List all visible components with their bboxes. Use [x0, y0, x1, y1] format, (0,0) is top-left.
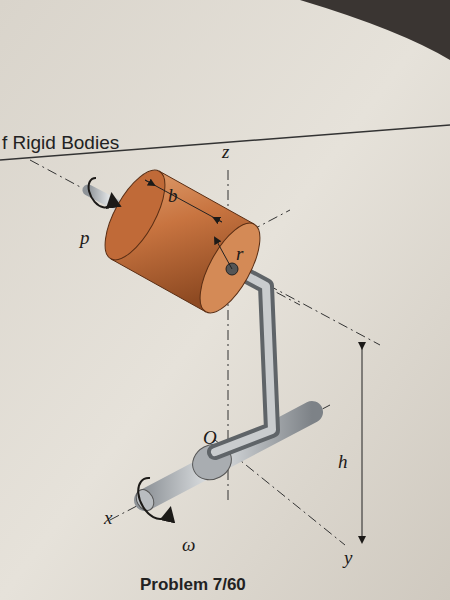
center-lines	[30, 160, 380, 545]
radius-line	[215, 238, 232, 269]
spin-arrow	[89, 178, 113, 207]
b-arrow	[214, 218, 222, 222]
b-arrow	[145, 180, 154, 185]
h-dimension	[362, 348, 363, 542]
rotation-arrow	[138, 478, 170, 519]
height-dimension: h	[338, 452, 348, 471]
angular-velocity: ω	[182, 535, 195, 554]
b-dimension	[145, 180, 222, 222]
spin-rate: p	[80, 228, 90, 247]
axis-label: x	[104, 508, 112, 527]
problem-caption: Problem 7/60	[140, 576, 246, 593]
cylinder-length: b	[168, 186, 178, 205]
cylinder-left-face	[93, 162, 176, 269]
running-header: f Rigid Bodies	[2, 133, 119, 152]
cylinder-right-face	[188, 215, 271, 322]
header-rule	[0, 125, 450, 160]
axis-label: z	[222, 142, 229, 161]
page-corner-shadow	[300, 0, 450, 60]
origin-label: O	[203, 428, 217, 447]
axis-label: y	[344, 548, 352, 567]
main-shaft	[145, 412, 312, 500]
cylinder-radius: r	[236, 244, 243, 263]
